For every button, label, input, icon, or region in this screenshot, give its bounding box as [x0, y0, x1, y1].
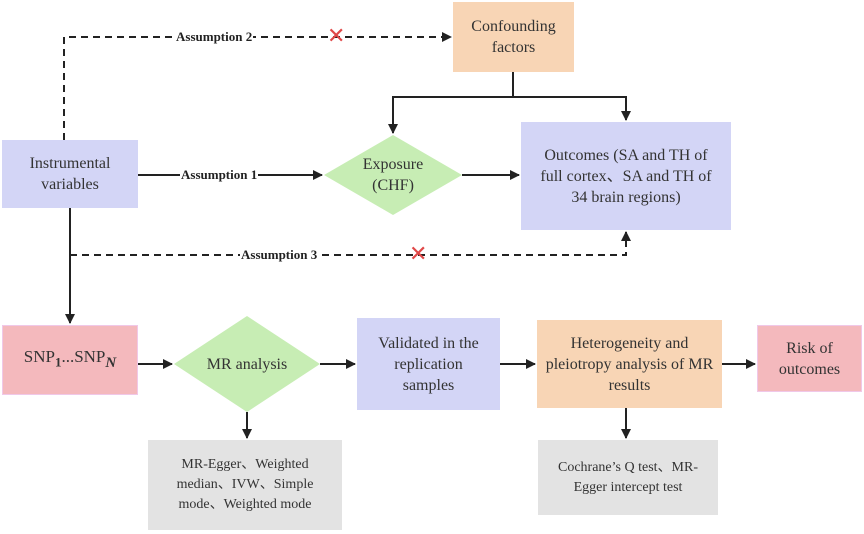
risk-box: Risk of outcomes: [757, 325, 862, 392]
confounding-to-outcomes: [513, 96, 631, 121]
tests-box: Cochrane’s Q test、MR-Egger intercept tes…: [538, 440, 718, 515]
assumption-2-label: Assumption 2: [175, 29, 254, 45]
instrumental-variables-label: Instrumental variables: [29, 155, 111, 193]
heterogeneity-label: Heterogeneity and pleiotropy analysis of…: [545, 334, 714, 394]
validated-label: Validated in the replication samples: [378, 334, 479, 394]
exposure-label: Exposure: [362, 156, 424, 173]
mr-methods-label: MR-Egger、Weighted median、IVW、Simple mode…: [176, 457, 314, 512]
snp-subscript-1: 1: [54, 354, 62, 370]
risk-label: Risk of outcomes: [778, 339, 841, 378]
outcomes-box: Outcomes (SA and TH of full cortex、SA an…: [521, 122, 731, 230]
heterogeneity-box: Heterogeneity and pleiotropy analysis of…: [537, 320, 722, 408]
assumption-2-path: [63, 32, 452, 140]
confounding-to-exposure: [388, 72, 514, 134]
mr-analysis-diamond: [174, 316, 320, 412]
validated-box: Validated in the replication samples: [357, 318, 500, 410]
exposure-abbrev: (CHF): [372, 177, 414, 194]
instrumental-variables-box: Instrumental variables: [2, 140, 138, 208]
violation-x-icon: ✕: [327, 24, 346, 49]
outcomes-label: Outcomes (SA and TH of full cortex、SA an…: [540, 146, 712, 206]
exposure-diamond: [324, 135, 462, 215]
violation-x-icon: ✕: [409, 242, 428, 267]
exposure-text: Exposure (CHF): [324, 135, 462, 215]
snp-ellipsis: ...SNP: [61, 347, 106, 367]
mr-methods-box: MR-Egger、Weighted median、IVW、Simple mode…: [148, 440, 342, 530]
tests-label: Cochrane’s Q test、MR-Egger intercept tes…: [558, 459, 698, 495]
mr-analysis-label: MR analysis: [206, 355, 288, 373]
mr-analysis-text: MR analysis: [174, 316, 320, 412]
confounding-factors-label: Confounding factors: [471, 18, 556, 56]
snp-label: SNP: [23, 347, 55, 367]
assumption-3-label: Assumption 3: [240, 247, 319, 263]
snp-subscript-n: N: [105, 354, 117, 371]
assumption-3-path: [70, 231, 631, 256]
assumption-1-label: Assumption 1: [180, 167, 259, 183]
confounding-factors-box: Confounding factors: [453, 2, 574, 72]
snp-box: SNP1...SNPN: [2, 325, 138, 395]
